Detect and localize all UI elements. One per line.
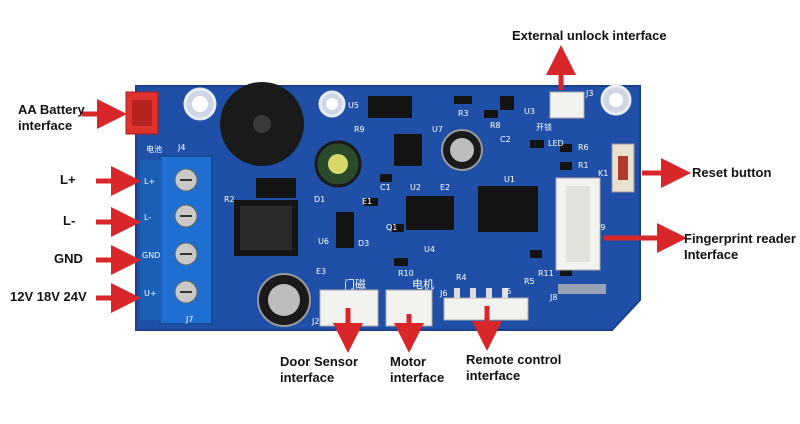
silk-u1: U1 (504, 175, 515, 184)
silk-e1: E1 (362, 197, 372, 206)
silk-term-gnd: GND (142, 251, 160, 260)
silk-c1: C1 (380, 183, 391, 192)
silk-r4: R4 (456, 273, 467, 282)
silk-r2: R2 (224, 195, 235, 204)
silk-e3: E3 (316, 267, 326, 276)
label-l-minus: L- (63, 213, 76, 228)
silk-j8: J8 (549, 293, 557, 302)
silk-j5: J5 (503, 287, 511, 296)
silk-r9: R9 (354, 125, 365, 134)
silk-c2: C2 (500, 135, 511, 144)
label-gnd: GND (54, 251, 83, 266)
chip-u7 (394, 134, 422, 166)
silk-d3: D3 (358, 239, 369, 248)
label-door-sensor: Door Sensor interface (280, 354, 359, 385)
label-aa-battery: AA Battery interface (18, 102, 85, 133)
silk-j7: J7 (185, 315, 193, 324)
chip-u4 (406, 196, 454, 230)
j8-header (558, 284, 606, 294)
silk-d1: D1 (314, 195, 325, 204)
silk-u7: U7 (432, 125, 443, 134)
silk-battery-cn: 电池 (146, 144, 162, 154)
silk-term-uplus: U+ (144, 289, 157, 298)
silk-u3: U3 (524, 107, 535, 116)
silk-r10: R10 (398, 269, 414, 278)
silk-unlock-cn: 开锁 (536, 122, 552, 132)
silk-j3: J3 (585, 89, 593, 98)
silk-q1: Q1 (386, 223, 397, 232)
label-motor: Motor interface (390, 354, 445, 385)
label-fingerprint: Fingerprint reader Interface (684, 231, 796, 262)
label-remote-control: Remote control interface (466, 352, 562, 383)
silk-term-lplus: L+ (144, 177, 155, 186)
silk-motor-cn: 电机 (412, 277, 434, 291)
silk-door-cn: 门磁 (344, 277, 366, 291)
silk-j6: J6 (439, 289, 447, 298)
silk-r3: R3 (458, 109, 469, 118)
chip-d3 (336, 212, 354, 248)
callout-arrows (82, 45, 691, 353)
silk-r1: R1 (578, 161, 589, 170)
external-unlock-connector (549, 91, 585, 119)
silk-r8: R8 (490, 121, 501, 130)
silk-k1: K1 (598, 169, 608, 178)
silk-j4: J4 (177, 143, 185, 152)
chip-d1 (256, 178, 296, 198)
label-l-plus: L+ (60, 172, 76, 187)
silk-u5: U5 (348, 101, 359, 110)
chip-u1 (478, 186, 538, 232)
silk-u6: U6 (318, 237, 329, 246)
silk-j2: J2 (311, 317, 319, 326)
silk-j9: J9 (597, 223, 605, 232)
silk-term-lminus: L- (144, 213, 151, 222)
pcb-board: 电池 J4 L+ L- GND U+ J7 (125, 82, 641, 331)
label-external-unlock: External unlock interface (512, 28, 667, 43)
silk-u2: U2 (410, 183, 421, 192)
chip-u5 (368, 96, 412, 118)
silk-r5: R5 (524, 277, 535, 286)
silk-u4: U4 (424, 245, 435, 254)
silk-e2: E2 (440, 183, 450, 192)
label-reset-button: Reset button (692, 165, 772, 180)
silk-led: LED (548, 139, 564, 148)
silk-r11: R11 (538, 269, 554, 278)
label-voltage: 12V 18V 24V (10, 289, 87, 304)
silk-r6: R6 (578, 143, 589, 152)
